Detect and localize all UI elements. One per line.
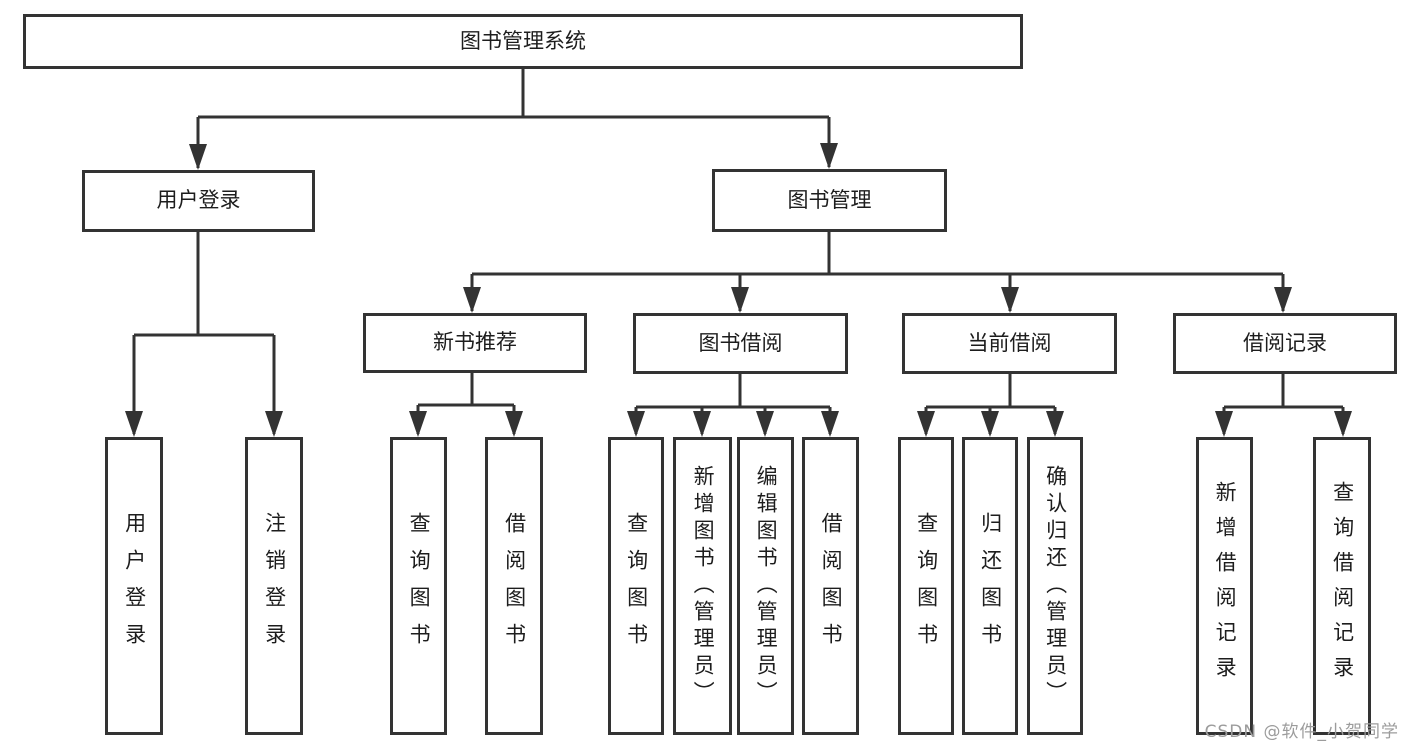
arrowhead-icon — [756, 411, 774, 437]
leaf-newrec-query-books: 查询图书 — [390, 437, 447, 735]
leaf-label: 编辑图书（管理员） — [754, 464, 779, 708]
arrowhead-icon — [981, 411, 999, 437]
arrowhead-icon — [1215, 411, 1233, 437]
tree-edges — [132, 69, 1345, 434]
leaf-borrow-borrow-books: 借阅图书 — [802, 437, 859, 735]
arrowhead-icon — [821, 411, 839, 437]
arrowhead-icon — [731, 287, 749, 313]
arrowhead-icon — [820, 143, 838, 169]
leaf-label: 借阅图书 — [819, 512, 844, 660]
node-book-borrowing: 图书借阅 — [633, 313, 848, 374]
node-library-system: 图书管理系统 — [23, 14, 1023, 69]
node-new-book-recommend: 新书推荐 — [363, 313, 587, 373]
arrowhead-icon — [463, 287, 481, 313]
leaf-borrow-query-books: 查询图书 — [608, 437, 664, 735]
leaf-records-query-record: 查询借阅记录 — [1313, 437, 1371, 735]
arrowhead-icon — [1334, 411, 1352, 437]
leaf-label: 查询图书 — [407, 512, 432, 660]
watermark: CSDN @软件_小贺同学 — [1204, 722, 1399, 742]
arrowhead-icon — [505, 411, 523, 437]
leaf-label: 查询图书 — [624, 512, 649, 660]
arrowhead-icon — [125, 411, 143, 437]
leaf-current-return-books: 归还图书 — [962, 437, 1018, 735]
arrowhead-icon — [265, 411, 283, 437]
leaf-current-confirm-return-admin: 确认归还（管理员） — [1027, 437, 1083, 735]
leaf-label: 归还图书 — [978, 512, 1003, 660]
leaf-label: 查询借阅记录 — [1330, 481, 1355, 691]
leaf-borrow-edit-books-admin: 编辑图书（管理员） — [737, 437, 794, 735]
leaf-label: 确认归还（管理员） — [1043, 464, 1068, 708]
arrowhead-icon — [1001, 287, 1019, 313]
arrowhead-icon — [627, 411, 645, 437]
leaf-current-query-books: 查询图书 — [898, 437, 954, 735]
arrowhead-icon — [189, 144, 207, 170]
leaf-records-add-record: 新增借阅记录 — [1196, 437, 1253, 735]
leaf-logout: 注销登录 — [245, 437, 303, 735]
arrowhead-icon — [1274, 287, 1292, 313]
leaf-label: 注销登录 — [262, 512, 287, 660]
leaf-label: 新增图书（管理员） — [691, 464, 716, 708]
arrowhead-icon — [409, 411, 427, 437]
leaf-label: 借阅图书 — [502, 512, 527, 660]
node-user-login: 用户登录 — [82, 170, 315, 232]
leaf-label: 查询图书 — [914, 512, 939, 660]
leaf-label: 用户登录 — [122, 512, 147, 660]
node-borrowing-records: 借阅记录 — [1173, 313, 1397, 374]
leaf-borrow-add-books-admin: 新增图书（管理员） — [673, 437, 732, 735]
arrowhead-icon — [917, 411, 935, 437]
leaf-label: 新增借阅记录 — [1213, 481, 1238, 691]
leaf-user-login: 用户登录 — [105, 437, 163, 735]
leaf-newrec-borrow-books: 借阅图书 — [485, 437, 543, 735]
node-book-management: 图书管理 — [712, 169, 947, 232]
node-current-borrowing: 当前借阅 — [902, 313, 1117, 374]
arrowhead-icon — [1046, 411, 1064, 437]
arrowhead-icon — [693, 411, 711, 437]
